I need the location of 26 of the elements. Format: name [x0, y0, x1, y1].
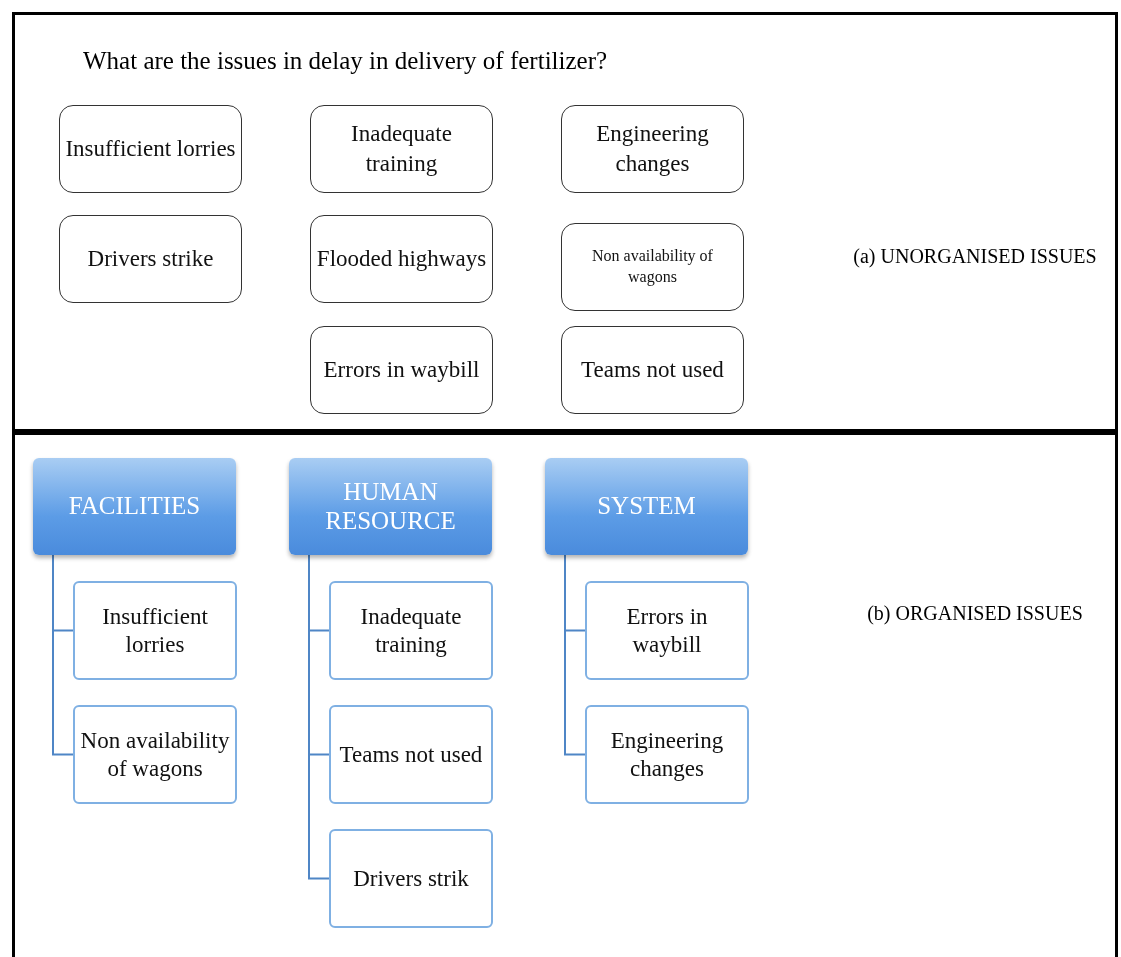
category-header: FACILITIES — [33, 458, 236, 555]
issue-card: Drivers strike — [59, 215, 242, 303]
category-header: SYSTEM — [545, 458, 748, 555]
issue-card: Insufficient lorries — [73, 581, 237, 680]
connector-line — [52, 554, 74, 756]
connector-line — [564, 554, 586, 756]
panel — [12, 432, 1118, 957]
question-heading: What are the issues in delay in delivery of fertilizer? — [83, 46, 609, 76]
issue-card: Non availability of wagons — [561, 223, 744, 311]
panel — [12, 12, 1118, 432]
section-label: (a) UNORGANISED ISSUES — [852, 244, 1098, 269]
issue-card: Drivers strik — [329, 829, 493, 928]
issue-card: Inadequate training — [310, 105, 493, 193]
connector-line — [308, 554, 330, 880]
issue-card: Errors in waybill — [585, 581, 749, 680]
issue-card: Inadequate training — [329, 581, 493, 680]
category-header: HUMAN RESOURCE — [289, 458, 492, 555]
section-label: (b) ORGANISED ISSUES — [866, 601, 1084, 626]
issue-card: Teams not used — [561, 326, 744, 414]
issue-card: Teams not used — [329, 705, 493, 804]
issue-card: Insufficient lorries — [59, 105, 242, 193]
issue-card: Non availability of wagons — [73, 705, 237, 804]
issue-card: Engineering changes — [585, 705, 749, 804]
issue-card: Errors in waybill — [310, 326, 493, 414]
issue-card: Flooded highways — [310, 215, 493, 303]
issue-card: Engineering changes — [561, 105, 744, 193]
